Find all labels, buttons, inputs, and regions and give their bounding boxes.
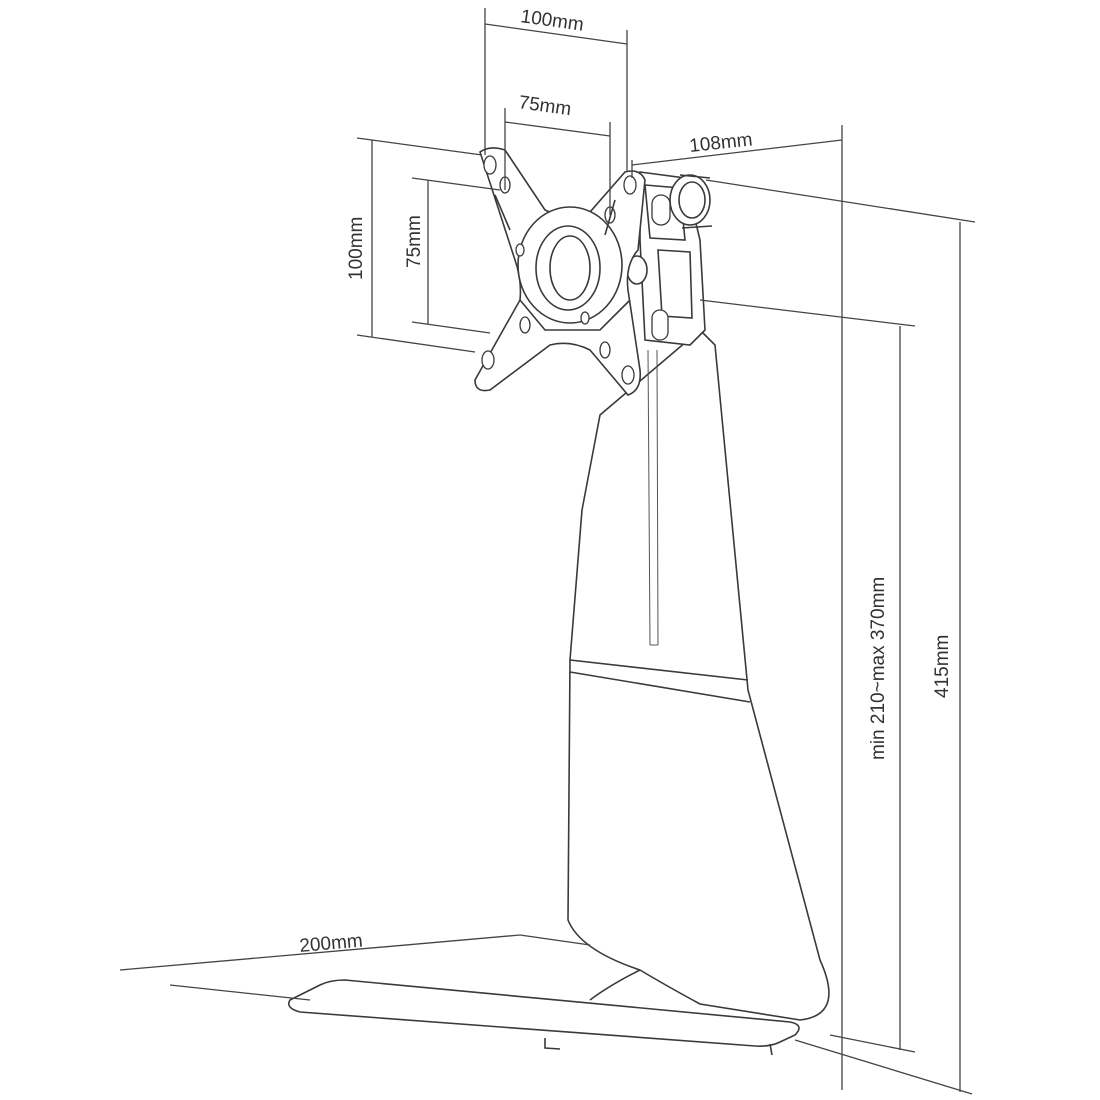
label-vesa-height-100: 100mm <box>346 217 367 280</box>
label-vesa-width-100: 100mm <box>519 6 585 36</box>
stand-panel <box>567 328 830 1021</box>
label-base-depth: 200mm <box>299 931 364 957</box>
vesa-mount-plate <box>474 147 646 396</box>
label-adjustable-height: min 210~max 370mm <box>868 577 889 760</box>
base-plate <box>287 979 800 1056</box>
label-vesa-height-75: 75mm <box>404 215 425 268</box>
label-vesa-width-75: 75mm <box>517 92 572 120</box>
tilt-mechanism <box>626 171 713 346</box>
label-total-height: 415mm <box>932 635 953 698</box>
label-arm-depth: 108mm <box>688 129 753 157</box>
dimension-lines <box>119 8 976 1095</box>
